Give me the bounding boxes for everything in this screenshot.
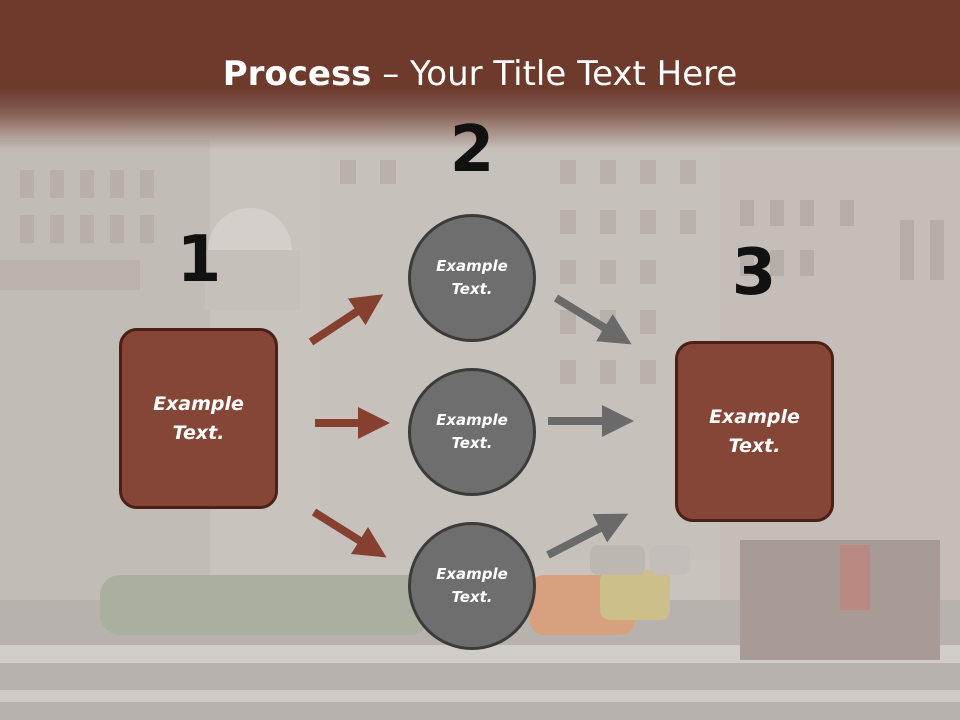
arrow-top-to-3 [553,294,632,345]
circle-middle-text: Example Text. [436,411,508,452]
arrow-1-to-bottom [311,508,387,558]
arrow-bottom-to-3 [546,513,629,559]
arrow-1-to-top [308,294,384,346]
step-number-1: 1 [176,223,222,297]
circle-bottom-text: Example Text. [436,565,508,606]
title-bold: Process [222,54,372,94]
circle-top-text: Example Text. [436,257,508,298]
step-number-3: 3 [731,236,777,310]
step-1-box[interactable]: Example Text. [119,328,278,509]
slide-title: Process – Your Title Text Here [0,52,960,96]
step-3-text: Example Text. [709,405,800,457]
step-3-box[interactable]: Example Text. [675,341,834,522]
step-1-text: Example Text. [153,392,244,444]
title-rest: – Your Title Text Here [371,54,738,94]
step-number-2: 2 [449,113,495,187]
header-band [0,0,960,150]
step-2-circle-middle[interactable]: Example Text. [408,368,536,496]
step-2-circle-top[interactable]: Example Text. [408,214,536,342]
step-2-circle-bottom[interactable]: Example Text. [408,522,536,650]
